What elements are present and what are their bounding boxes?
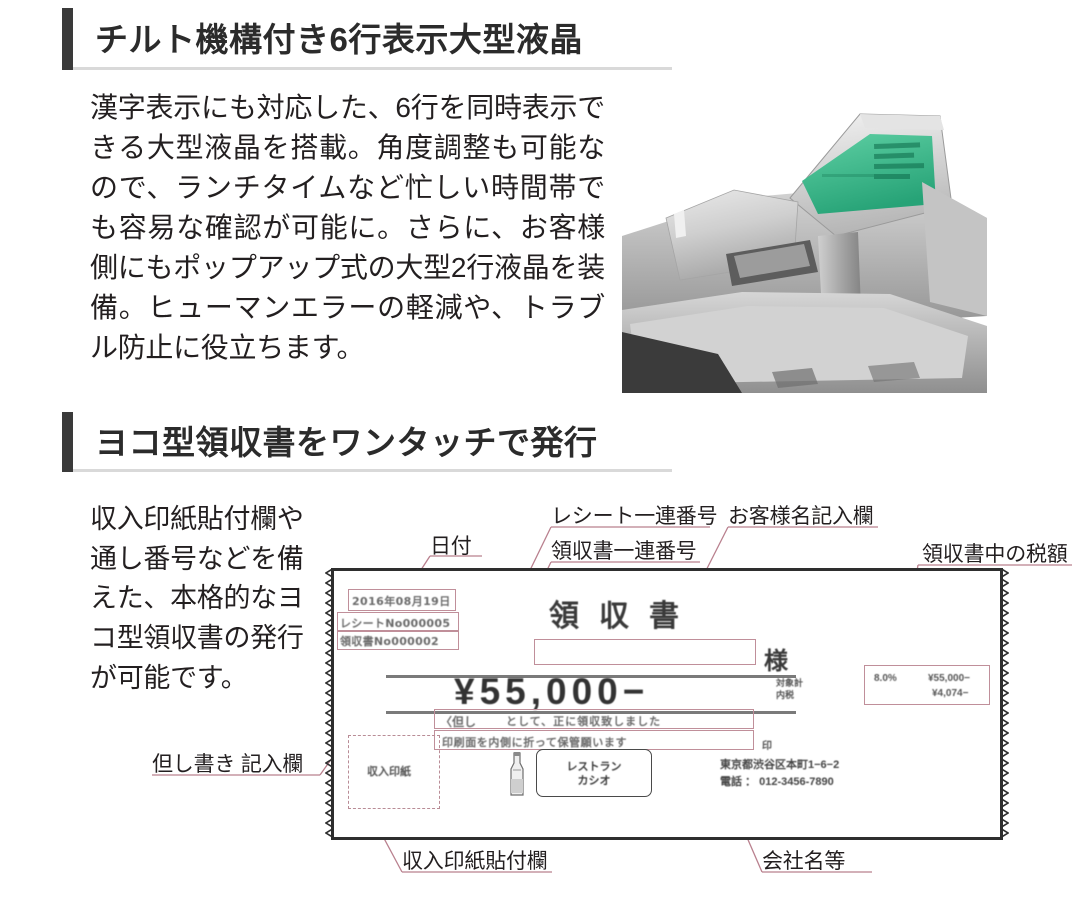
callout-tadashigaki-field: 但し書き 記入欄 <box>152 753 304 776</box>
section-heading-receipt: ヨコ型領収書をワンタッチで発行 <box>62 412 672 472</box>
receipt-tadashi-label: 〈但し <box>440 715 477 729</box>
receipt-seal-label: 印 <box>762 741 772 752</box>
company-logo-text: レストラン カシオ <box>546 761 642 789</box>
receipt-serial-field-outline <box>337 612 459 631</box>
customer-name-field-outline <box>534 639 756 665</box>
section-heading-text: チルト機構付き6行表示大型液晶 <box>95 20 583 58</box>
amount-label-taisyokei: 対象計 <box>776 679 804 689</box>
company-phone: 電話 ： 012-3456-7890 <box>720 775 834 788</box>
bottle-icon <box>510 752 524 796</box>
callout-ryosyusho-serial: 領収書一連番号 <box>551 540 697 563</box>
company-logo-line1: レストラン <box>566 761 622 773</box>
tax-amount-value: ¥4,074− <box>932 688 969 699</box>
receipt-amount-value: ¥55,000− <box>454 671 650 712</box>
revenue-stamp-label: 収入印紙 <box>367 766 411 778</box>
product-photo-register <box>622 86 987 393</box>
section-heading-text: ヨコ型領収書をワンタッチで発行 <box>95 423 598 461</box>
callout-receipt-serial: レシート一連番号 <box>551 505 718 528</box>
tax-rate-value: 8.0% <box>874 673 897 684</box>
section-body-receipt: 収入印紙貼付欄や通し番号などを備えた、本格的なヨコ型領収書の発行が可能です。 <box>90 504 304 693</box>
company-logo-box <box>536 749 652 797</box>
toshite-field-outline <box>434 709 754 729</box>
ryosyusho-serial-value: 領収書No000002 <box>340 635 439 648</box>
callout-date: 日付 <box>430 535 472 558</box>
callout-company-name: 会社名等 <box>762 850 846 873</box>
heading-accent-bar <box>62 8 73 70</box>
heading-underline <box>73 67 672 70</box>
callout-customer-name-field: お客様名記入欄 <box>728 505 874 528</box>
receipt-title: 領収書 <box>549 600 699 633</box>
receipt-diagram: 2016年08月19日 レシートNo000005 領収書No000002 領収書… <box>325 568 1009 840</box>
amount-rule-top <box>386 675 796 678</box>
ryosyusho-serial-field-outline <box>337 631 459 650</box>
revenue-stamp-box <box>348 735 440 809</box>
heading-accent-bar <box>62 412 73 472</box>
perforation-edge-left-icon <box>325 568 334 839</box>
company-address: 東京都渋谷区本町1−6−2 <box>720 759 840 771</box>
heading-underline <box>73 469 672 472</box>
amount-label-uchizei: 内税 <box>776 691 795 701</box>
section-body-lcd: 漢字表示にも対応した、6行を同時表示できる大型液晶を搭載。角度調整も可能なので、… <box>90 92 605 364</box>
receipt-toshite-text: として、正に領収致しました <box>506 715 662 728</box>
section-heading-lcd: チルト機構付き6行表示大型液晶 <box>62 8 672 70</box>
receipt-date-value: 2016年08月19日 <box>352 595 451 608</box>
perforation-edge-right-icon <box>1000 568 1009 839</box>
callout-tax-amount: 領収書中の税額 <box>922 543 1068 566</box>
company-logo-line2: カシオ <box>577 774 611 787</box>
receipt-serial-value: レシートNo000005 <box>340 617 451 630</box>
receipt-honorific: 様 <box>764 648 788 675</box>
callout-stamp-field: 収入印紙貼付欄 <box>402 850 548 873</box>
tax-breakdown-box-outline <box>864 665 990 705</box>
amount-rule-bottom <box>386 711 796 714</box>
receipt-fold-note: 印刷面を内側に折って保管願います <box>442 736 628 749</box>
company-address-block: 東京都渋谷区本町1−6−2 電話 ： 012-3456-7890 <box>720 757 839 790</box>
tax-base-value: ¥55,000− <box>928 673 970 684</box>
receipt-date-field-outline <box>348 589 456 611</box>
register-illustration <box>622 86 987 393</box>
